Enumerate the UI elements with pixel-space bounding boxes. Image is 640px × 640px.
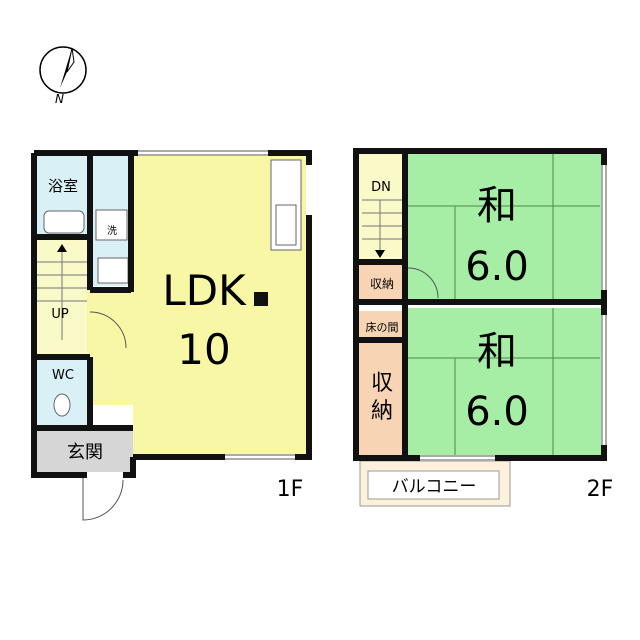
floor-2-windows [420,165,607,461]
stair-down-label: DN [371,180,391,195]
storage-small-label: 収納 [370,277,394,291]
door-swing-2 [407,267,439,299]
tokonoma-label: 床の間 [366,320,399,334]
compass-ring [39,46,87,94]
ldk-label: LDK [162,266,247,315]
storage-small [359,265,405,299]
north-label: N [55,92,64,106]
ldk-size: 10 [177,325,230,374]
stair-treads [37,245,87,340]
toilet-icon [53,393,71,417]
storage-large-label-top: 収 [371,371,393,396]
stair-down-arrow-icon [375,250,385,258]
entrance-label: 玄関 [67,442,103,463]
wash-basin [97,257,129,284]
floor-2-openings [420,165,607,461]
floor-1: 浴室 洗 UP WC 玄関 LDK 10 1F [31,150,312,521]
washitsu-a-size: 6.0 [465,244,529,290]
north-arrow-icon [60,48,72,88]
stair-2-treads [362,199,402,255]
floor-2-label: 2F [587,477,614,502]
storage-large-label-bottom: 納 [371,399,393,424]
pillar-marker [254,292,268,306]
bath-label: 浴室 [48,177,78,195]
washer-label: 洗 [107,225,117,237]
door-swing [89,311,127,349]
washer-space [95,209,128,241]
wc-label: WC [52,368,74,383]
storage-large [359,343,405,455]
balcony-label: バルコニー [392,477,477,497]
washitsu-a [408,154,601,299]
balcony-inner [367,470,500,500]
floor-2: DN 収納 床の間 収 納 和 6.0 和 6.0 バルコニー 2F [353,148,614,507]
tatami-lines [408,154,600,455]
washitsu-b-size: 6.0 [465,389,529,435]
floor-1-windows [138,150,295,460]
stair-up-label: UP [51,307,69,322]
compass: N [39,46,87,106]
stair-up-arrow-icon [57,244,67,252]
washitsu-a-label: 和 [477,183,517,229]
entrance [37,428,133,472]
washitsu-b [408,308,601,455]
bathtub [43,210,85,234]
stair-down-area [359,154,405,262]
kitchen-sink [275,204,297,246]
floor-1-label: 1F [277,477,304,502]
hall [87,290,133,405]
floor-1-openings [87,150,312,478]
washitsu-b-label: 和 [477,329,517,375]
entry-door-swing [82,476,124,521]
